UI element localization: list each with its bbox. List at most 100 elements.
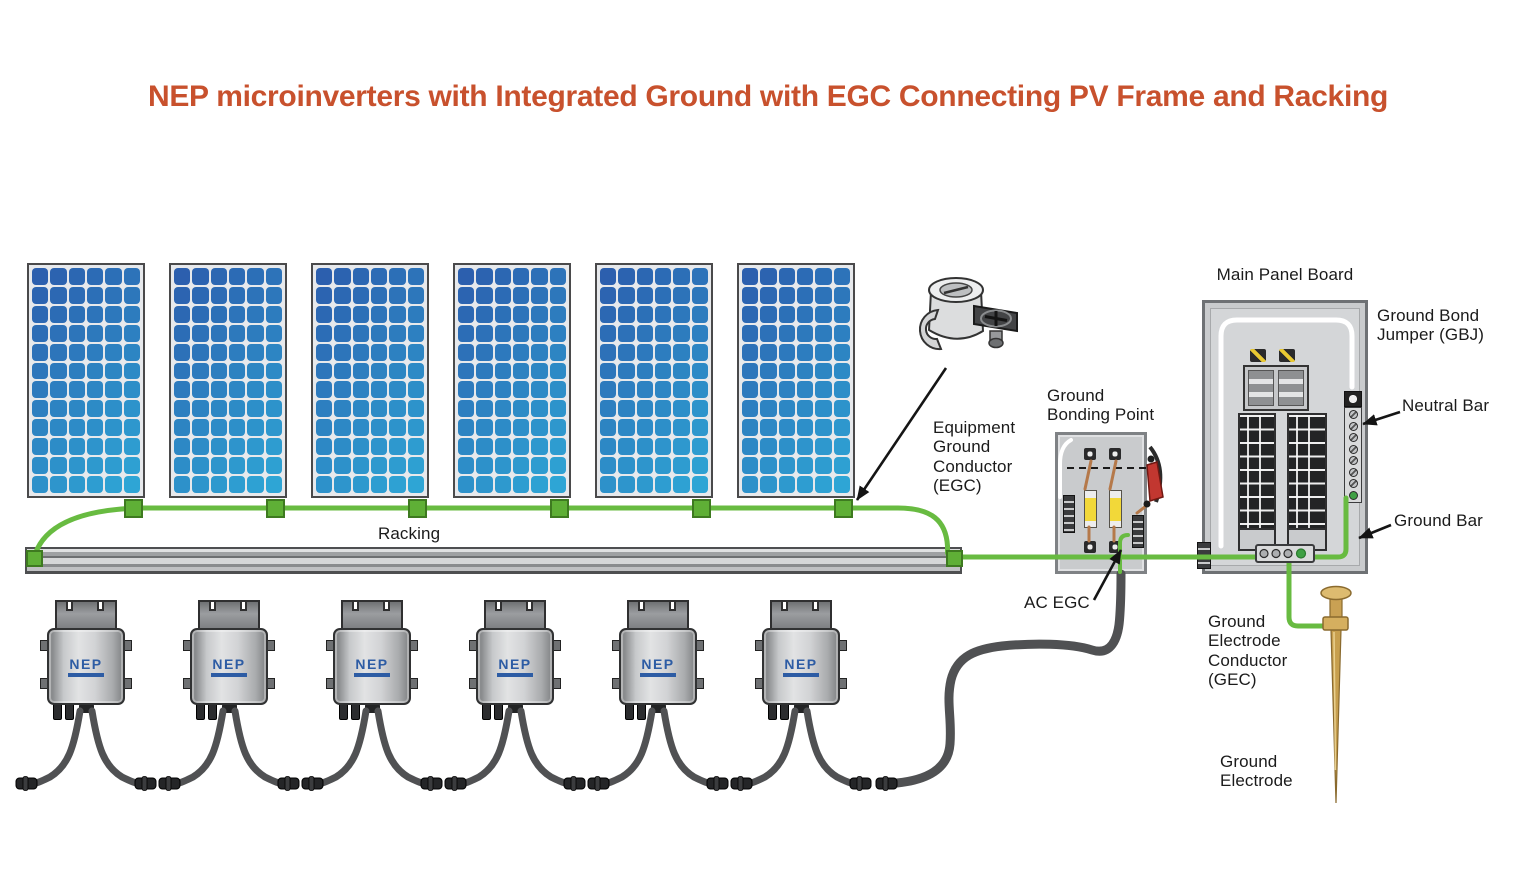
pv-cell xyxy=(742,286,759,304)
microinverter: NEP xyxy=(755,600,847,722)
pv-cell xyxy=(636,381,653,399)
pv-cell xyxy=(797,362,814,380)
pv-cell xyxy=(833,381,850,399)
inverter-body: NEP xyxy=(47,628,125,705)
pv-cell xyxy=(531,324,548,342)
pv-cell xyxy=(494,305,511,323)
pv-cell xyxy=(371,362,388,380)
pv-cell xyxy=(513,268,530,285)
pv-cell xyxy=(513,343,530,361)
pv-cell xyxy=(247,400,264,418)
pv-cell xyxy=(549,362,566,380)
bracket-notch xyxy=(240,600,247,611)
pv-cell xyxy=(352,268,369,285)
pv-cell xyxy=(531,381,548,399)
mounting-bracket xyxy=(198,600,260,630)
main-panel-board xyxy=(1197,300,1368,574)
pv-cell xyxy=(778,476,795,493)
pv-cell xyxy=(105,400,122,418)
pv-cell xyxy=(618,362,635,380)
pv-cell xyxy=(494,419,511,437)
pv-cell xyxy=(513,400,530,418)
pv-cell xyxy=(50,286,67,304)
pv-cell xyxy=(210,457,227,475)
pv-cell xyxy=(174,268,191,285)
bracket-notch xyxy=(383,600,390,611)
pv-cell xyxy=(531,343,548,361)
pv-cell xyxy=(742,476,759,493)
pv-cell xyxy=(316,343,333,361)
pv-cell xyxy=(192,362,209,380)
pv-cell xyxy=(247,324,264,342)
breaker-column-right xyxy=(1287,413,1327,551)
pv-cell xyxy=(407,457,424,475)
pv-cell xyxy=(247,381,264,399)
pv-cell xyxy=(458,400,475,418)
pv-cell xyxy=(549,400,566,418)
pv-cell xyxy=(531,362,548,380)
pv-cell xyxy=(352,419,369,437)
pv-cell xyxy=(32,419,49,437)
pv-cell xyxy=(815,438,832,456)
pv-cell xyxy=(691,457,708,475)
pv-cell xyxy=(458,362,475,380)
pv-cell xyxy=(105,305,122,323)
pv-cell xyxy=(229,305,246,323)
pv-cell xyxy=(636,268,653,285)
pv-cell xyxy=(192,419,209,437)
label-ac-egc: AC EGC xyxy=(1024,593,1090,612)
pv-cell xyxy=(247,268,264,285)
pv-cell xyxy=(50,324,67,342)
pv-cell xyxy=(476,457,493,475)
pv-cell xyxy=(334,286,351,304)
pv-cell xyxy=(229,286,246,304)
pv-cell xyxy=(316,419,333,437)
fuse-bottom-terminal xyxy=(1084,541,1096,553)
pv-cell xyxy=(549,268,566,285)
pv-cell xyxy=(494,362,511,380)
pv-cell xyxy=(352,457,369,475)
pv-cell xyxy=(334,268,351,285)
pv-cell xyxy=(797,324,814,342)
neutral-bar-ground-terminal xyxy=(1348,490,1358,500)
pv-cell xyxy=(742,343,759,361)
pv-cell xyxy=(476,438,493,456)
pv-cell xyxy=(600,286,617,304)
nep-logo: NEP xyxy=(69,655,103,672)
neutral-bar-screw xyxy=(1348,421,1358,431)
pv-cell xyxy=(458,438,475,456)
diagram-title: NEP microinverters with Integrated Groun… xyxy=(147,80,1389,113)
clamp-arrow xyxy=(855,367,948,501)
neutral-bar-strip xyxy=(1344,407,1362,503)
nep-logo-subtext xyxy=(783,673,819,677)
pv-cell xyxy=(229,343,246,361)
pv-cell xyxy=(797,381,814,399)
pv-cell xyxy=(742,305,759,323)
pv-cell xyxy=(778,457,795,475)
pv-cell xyxy=(87,400,104,418)
pv-cell xyxy=(174,400,191,418)
pv-cell xyxy=(371,343,388,361)
mounting-bracket xyxy=(627,600,689,630)
pv-cell xyxy=(229,419,246,437)
bracket-notch xyxy=(495,600,502,611)
pv-cell xyxy=(87,476,104,493)
pv-cell xyxy=(742,438,759,456)
pv-cell xyxy=(833,286,850,304)
pv-cell xyxy=(833,305,850,323)
label-main-panel-board: Main Panel Board xyxy=(1216,265,1354,284)
pv-cell xyxy=(760,286,777,304)
pv-cell xyxy=(229,362,246,380)
pv-cell xyxy=(458,457,475,475)
pv-cell xyxy=(210,381,227,399)
pv-cell xyxy=(655,286,672,304)
pv-cell xyxy=(549,476,566,493)
pv-cell xyxy=(618,476,635,493)
pv-cell xyxy=(691,400,708,418)
pv-cell xyxy=(618,343,635,361)
pv-cell xyxy=(265,476,282,493)
pv-cell xyxy=(389,438,406,456)
pv-cell xyxy=(371,457,388,475)
pv-cell xyxy=(673,457,690,475)
pv-cell xyxy=(32,362,49,380)
